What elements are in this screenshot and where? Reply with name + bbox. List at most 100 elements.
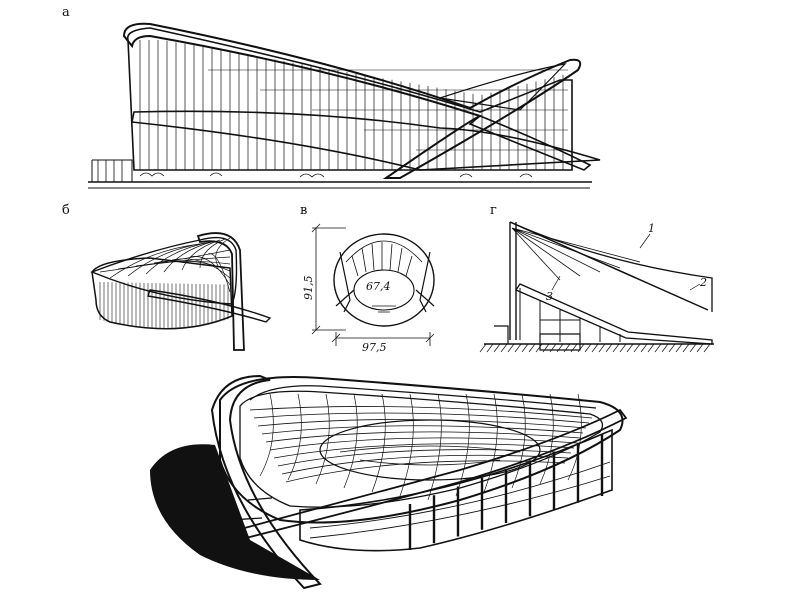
net-cable: [171, 258, 231, 279]
dimension-lines: [311, 223, 435, 346]
roof-net-rib: [427, 393, 442, 501]
roof-net-rib: [483, 393, 498, 493]
front-wall-band: [309, 475, 611, 539]
main-stadium-perspective: [150, 374, 628, 590]
ground-hatch-line: [626, 343, 634, 353]
roof-net-cable: [261, 425, 584, 435]
net-cable: [127, 242, 206, 277]
roof-canopy: [439, 63, 567, 111]
roof-net-rib: [259, 393, 274, 477]
panel-v-plan: в 91,5 97,5 67,4: [300, 203, 435, 354]
ground-hatch-line: [612, 343, 620, 353]
panel-a-building-perspective: а: [62, 5, 601, 189]
stadium-field: [319, 419, 541, 481]
ground-hatch-line: [661, 343, 669, 353]
ground-hatch-line: [563, 343, 571, 353]
ground-hatch-line: [633, 343, 641, 353]
plan-inner-dimension: 67,4: [366, 280, 391, 293]
facade-outline: [126, 27, 573, 171]
section-roof-rays: [511, 227, 641, 281]
plan-field-marks: [372, 305, 396, 313]
ground-hatch-line: [689, 343, 697, 353]
plan-outer-oval: [333, 233, 435, 327]
ground-vegetation: [139, 172, 533, 178]
ground-hatch-line: [514, 343, 522, 353]
shell-arch-ribbon: [196, 232, 245, 351]
plan-height-dimension: 91,5: [302, 276, 315, 301]
plan-width-dimension: 97,5: [362, 341, 387, 354]
net-cable: [135, 261, 231, 267]
stadium-shadow: [150, 444, 320, 580]
ground-hatch-line: [647, 343, 655, 353]
section-foundation: [494, 325, 581, 351]
section-ground-hatch: [479, 343, 711, 353]
stadium-front-columns: [309, 434, 611, 550]
ground-and-annex: [88, 159, 592, 189]
lower-arch-ribbon: [131, 110, 601, 171]
net-cable: [215, 237, 231, 267]
facade-window-grid: [139, 40, 568, 170]
net-cable: [109, 243, 201, 279]
plan-crossing-arch-right: [415, 251, 435, 313]
net-cable: [199, 238, 226, 269]
net-cable: [163, 240, 216, 273]
ground-hatch-line: [640, 343, 648, 353]
section-callout-2: 2: [699, 276, 707, 289]
ground-hatch-line: [584, 343, 592, 353]
shell-base-cylinder: [91, 257, 233, 330]
plan-roof-hatch: [345, 240, 423, 277]
stadium-arch-left-leg: [210, 374, 322, 590]
roof-net-rib: [287, 393, 302, 481]
ground-hatch-line: [675, 343, 683, 353]
roof-cable-net: [99, 237, 231, 293]
net-cable: [145, 241, 211, 275]
ground-hatch-line: [500, 343, 508, 353]
roof-net-cable: [253, 412, 590, 424]
diagonal-support: [468, 115, 592, 171]
ground-hatch-line: [654, 343, 662, 353]
roof-net-rib: [511, 393, 526, 489]
section-cable-1: [509, 221, 709, 311]
ground-hatch-line: [703, 343, 711, 353]
ground-hatch-line: [549, 343, 557, 353]
roof-net-rib: [315, 393, 330, 485]
section-column: [509, 222, 517, 340]
ground-hatch-line: [528, 343, 536, 353]
stadium-inner-ring: [239, 390, 604, 508]
roof-net-cable: [281, 454, 569, 475]
ground-hatch-line: [619, 343, 627, 353]
net-cable: [189, 255, 231, 286]
ground-hatch-line: [521, 343, 529, 353]
roof-net-cable: [257, 419, 587, 429]
shell-net-roof: [90, 236, 238, 305]
panel-b-shell-sketch: б: [62, 203, 272, 351]
roof-net-rib: [343, 393, 358, 489]
stadium-arch-right-sweep: [198, 408, 628, 550]
ground-hatch-line: [556, 343, 564, 353]
roof-net-cable: [249, 406, 593, 419]
roof-net-rib: [371, 393, 386, 493]
plan-crossing-arch-left: [335, 251, 355, 313]
section-stand-rake: [515, 283, 713, 345]
ground-hatch-line: [605, 343, 613, 353]
roof-net-cable: [277, 449, 572, 467]
section-cable-2: [509, 221, 713, 312]
stadium-ring-rim: [249, 385, 597, 409]
net-cable: [153, 260, 231, 272]
ground-hatch-line: [535, 343, 543, 353]
roof-net-cable: [265, 431, 581, 443]
upper-roof-ribbon: [122, 22, 582, 179]
panel-g-section: г 1 2 3: [479, 203, 714, 353]
roof-net-cable: [269, 437, 578, 451]
roof-net-rib: [455, 393, 470, 497]
front-wall-band: [309, 461, 611, 529]
panel-label-b: б: [62, 203, 70, 218]
ground-hatch-line: [486, 343, 494, 353]
stadium-secondary-support: [229, 497, 273, 521]
ground-hatch-line: [479, 343, 487, 353]
ground-hatch-line: [591, 343, 599, 353]
section-callout-1: 1: [648, 222, 655, 235]
ground-hatch-line: [696, 343, 704, 353]
stadium-outer-ring: [219, 375, 624, 524]
